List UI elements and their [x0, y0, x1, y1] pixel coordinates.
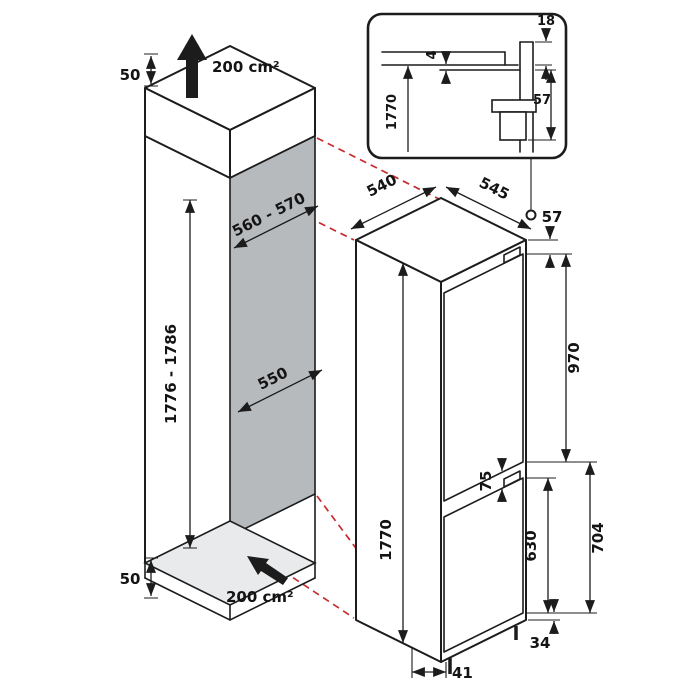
label-top-offset: 57 [542, 208, 563, 226]
label-lower-door-height: 630 [522, 530, 540, 561]
label-plinth-recess: 41 [452, 664, 473, 682]
label-top-vent-area: 200 cm² [212, 58, 280, 76]
dim-niche-width [233, 205, 319, 249]
label-top-clearance: 50 [120, 66, 141, 84]
label-inset-overhang: 18 [537, 14, 555, 29]
label-bottom-vent-area: 200 cm² [226, 588, 294, 606]
airflow-bottom-arrow-icon [247, 556, 288, 585]
label-door-gap: 75 [477, 471, 495, 492]
appliance-drawing: 540 545 57 970 75 704 630 1770 34 41 [350, 159, 607, 682]
dim-inset-top-offset [528, 69, 557, 141]
dim-niche-depth [237, 369, 323, 413]
niche-plinth [144, 562, 316, 621]
appliance-side-face [355, 239, 442, 663]
inset-frame [366, 12, 568, 160]
upper-door [443, 253, 524, 502]
dim-appliance-depth [350, 186, 437, 230]
label-inset-gap: 4 [425, 50, 440, 59]
label-upper-door-height: 970 [565, 342, 583, 373]
label-appliance-height: 1770 [377, 519, 395, 561]
label-bottom-clearance-appliance: 34 [530, 634, 551, 652]
label-niche-height: 1776 - 1786 [162, 324, 180, 424]
lower-hinge-cover [503, 470, 521, 488]
label-appliance-width: 545 [476, 173, 512, 203]
niche-drawing: 50 200 cm² 560 - 570 1776 - 1786 550 50 … [120, 34, 323, 621]
dim-appliance-width [445, 186, 532, 230]
upper-hinge-cover [503, 246, 521, 264]
label-lower-section-height: 704 [589, 522, 607, 553]
lower-door [443, 477, 524, 653]
label-inset-height: 1770 [385, 94, 400, 130]
label-bottom-clearance: 50 [120, 570, 141, 588]
label-appliance-depth: 540 [364, 170, 400, 200]
dim-top-clearance [144, 53, 158, 87]
hinge-bracket [491, 99, 537, 141]
dim-niche-height [183, 199, 197, 549]
label-inset-top-offset: 57 [533, 93, 551, 108]
detail-inset: 4 18 1770 57 [366, 12, 568, 160]
detail-callout-circle [525, 209, 537, 221]
dim-bottom-clearance [144, 557, 158, 599]
vent-box-top [144, 45, 316, 179]
airflow-top-arrow-icon [177, 34, 207, 98]
